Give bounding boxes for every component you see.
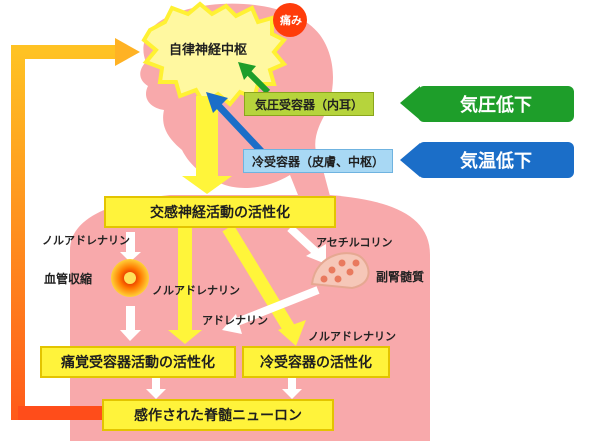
adrenal-medulla-icon [310, 252, 370, 290]
noradrenaline-label-2: ノルアドレナリン [152, 284, 240, 297]
pressure-receptor-box: 気圧受容器（内耳） [244, 92, 374, 116]
vasoconstriction-label: 血管収縮 [44, 272, 93, 286]
noradrenaline-label-1: ノルアドレナリン [42, 234, 130, 247]
pressure-drop-trigger: 気圧低下 [418, 86, 574, 122]
brain-to-sympathetic-arrow [182, 176, 232, 194]
adrenaline-label: アドレナリン [202, 314, 268, 327]
blue-chevron-icon [400, 143, 420, 177]
white-arrows [120, 225, 326, 399]
autonomic-center-label: 自律神経中枢 [168, 42, 247, 58]
brain-glow [141, 1, 288, 107]
acetylcholine-label: アセチルコリン [316, 236, 393, 249]
pain-badge-circle [273, 3, 307, 37]
green-chevron-icon [400, 86, 420, 120]
feedback-arrowhead [115, 38, 140, 66]
blue-receptor-arrow [206, 92, 228, 113]
pain-badge-label: 痛み [280, 14, 302, 27]
adrenal-medulla-label: 副腎髄質 [376, 270, 425, 284]
sympathetic-activation-box: 交感神経活動の活性化 [104, 196, 336, 228]
noradrenaline-label-3: ノルアドレナリン [308, 330, 396, 343]
cold-receptor-activation-box: 冷受容器の活性化 [242, 346, 390, 378]
pain-receptor-activation-box: 痛覚受容器活動の活性化 [40, 346, 236, 378]
green-receptor-arrow [238, 62, 256, 80]
cold-receptor-box: 冷受容器（皮膚、中枢） [243, 149, 393, 173]
temperature-drop-trigger: 気温低下 [418, 142, 574, 178]
feedback-arrow [11, 45, 118, 420]
sympathetic-to-cold-arrow [278, 320, 306, 346]
sensitized-spinal-neuron-box: 感作された脊髄ニューロン [102, 399, 334, 431]
